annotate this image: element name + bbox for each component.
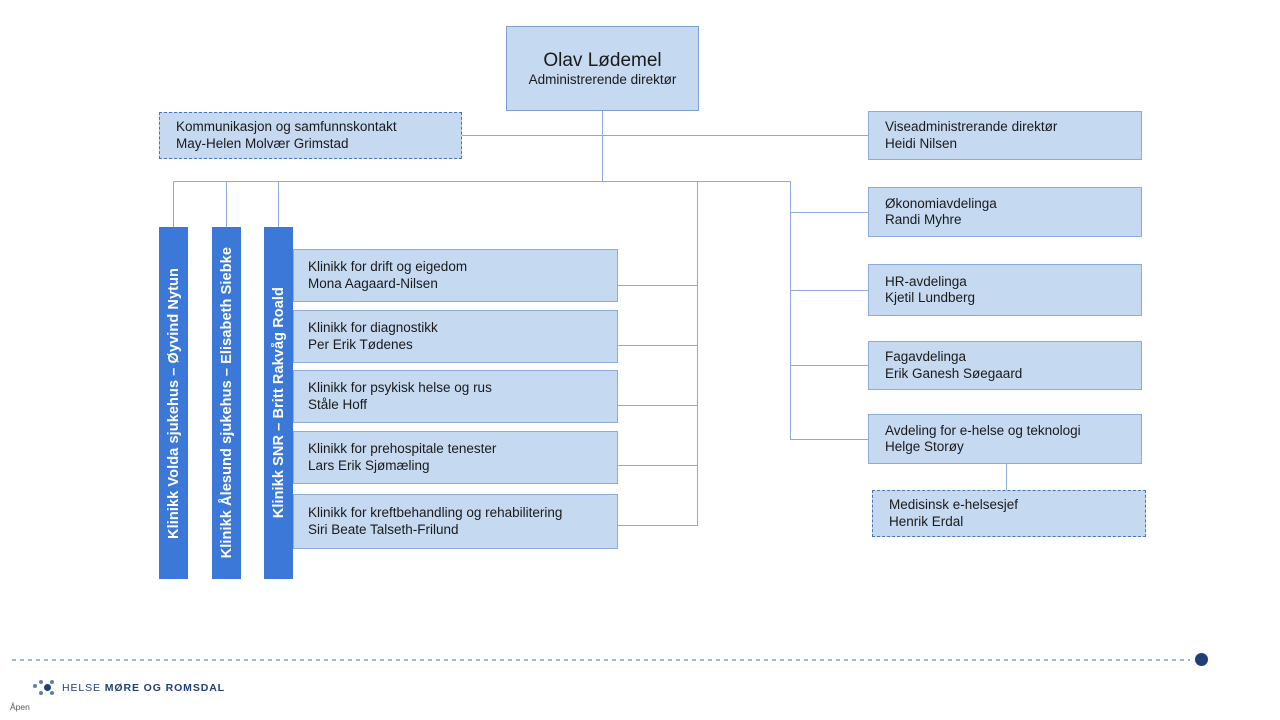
okonomi-person: Randi Myhre — [885, 212, 962, 227]
brand-name-bold: MØRE OG ROMSDAL — [104, 682, 225, 694]
clinic-1-person: Mona Aagaard-Nilsen — [308, 275, 438, 291]
connector-main-bus — [173, 181, 791, 182]
node-top-director[interactable]: Olav Lødemel Administrerende direktør — [506, 26, 699, 111]
connector-clinic-4 — [618, 465, 698, 466]
clinic-1-title: Klinikk for drift og eigedom — [308, 259, 468, 275]
ehelse-person: Helge Storøy — [885, 439, 964, 454]
node-klinikk-kreftbehandling-rehabilitering[interactable]: Klinikk for kreftbehandling og rehabilit… — [293, 494, 618, 549]
top-director-role: Administrerende direktør — [528, 71, 677, 87]
connector-drop-volda — [173, 181, 174, 227]
fag-title: Fagavdelinga — [885, 349, 967, 365]
connector-right-3 — [790, 365, 868, 366]
top-director-name: Olav Lødemel — [543, 49, 662, 71]
kommunikasjon-person: May-Helen Molvær Grimstad — [176, 135, 349, 151]
clinic-3-title: Klinikk for psykisk helse og rus — [308, 380, 492, 396]
clinic-5-person: Siri Beate Talseth-Frilund — [308, 521, 459, 537]
bar-klinikk-volda[interactable]: Klinikk Volda sjukehus – Øyvind Nytun — [159, 227, 188, 579]
connector-clinic-3 — [618, 405, 698, 406]
connector-drop-snr — [278, 181, 279, 227]
connector-clinic-5 — [618, 525, 698, 526]
bar-alesund-label: Klinikk Ålesund sjukehus – Elisabeth Sie… — [218, 247, 235, 559]
bar-volda-label: Klinikk Volda sjukehus – Øyvind Nytun — [165, 267, 182, 539]
connector-right-1 — [790, 212, 868, 213]
node-okonomiavdelinga[interactable]: Økonomiavdelinga Randi Myhre — [868, 187, 1142, 237]
footer-dotted-rule — [12, 659, 1190, 661]
connector-clinic-2 — [618, 345, 698, 346]
bar-klinikk-snr[interactable]: Klinikk SNR – Britt Rakvåg Roald — [264, 227, 293, 579]
connector-vise-adm — [602, 135, 868, 136]
vise-person: Heidi Nilsen — [885, 135, 958, 151]
footer-end-dot — [1195, 653, 1208, 666]
medisinsk-title: Medisinsk e-helsesjef — [889, 497, 1019, 513]
classification-label: Åpen — [10, 702, 30, 712]
bar-snr-label: Klinikk SNR – Britt Rakvåg Roald — [270, 287, 287, 519]
ehelse-title: Avdeling for e-helse og teknologi — [885, 422, 1081, 438]
connector-right-4 — [790, 439, 868, 440]
node-klinikk-psykisk-helse-rus[interactable]: Klinikk for psykisk helse og rus Ståle H… — [293, 370, 618, 423]
hr-person: Kjetil Lundberg — [885, 290, 976, 305]
clinic-3-person: Ståle Hoff — [308, 396, 368, 412]
node-medisinsk-e-helsesjef[interactable]: Medisinsk e-helsesjef Henrik Erdal — [872, 490, 1146, 537]
connector-right-2 — [790, 290, 868, 291]
kommunikasjon-title: Kommunikasjon og samfunnskontakt — [176, 119, 397, 135]
node-klinikk-drift-eigedom[interactable]: Klinikk for drift og eigedom Mona Aagaar… — [293, 249, 618, 302]
connector-ehelse-sub — [1006, 464, 1007, 490]
node-klinikk-diagnostikk[interactable]: Klinikk for diagnostikk Per Erik Tødenes — [293, 310, 618, 363]
bar-klinikk-alesund[interactable]: Klinikk Ålesund sjukehus – Elisabeth Sie… — [212, 227, 241, 579]
helse-dots-icon — [33, 678, 55, 698]
okonomi-title: Økonomiavdelinga — [885, 195, 997, 211]
node-avdeling-e-helse-teknologi[interactable]: Avdeling for e-helse og teknologi Helge … — [868, 414, 1142, 464]
clinic-2-title: Klinikk for diagnostikk — [308, 320, 438, 336]
brand-name: HELSE MØRE OG ROMSDAL — [62, 682, 225, 694]
clinic-4-title: Klinikk for prehospitale tenester — [308, 441, 497, 457]
connector-clinic-1 — [618, 285, 698, 286]
node-hr-avdelinga[interactable]: HR-avdelinga Kjetil Lundberg — [868, 264, 1142, 316]
clinic-5-title: Klinikk for kreftbehandling og rehabilit… — [308, 505, 563, 521]
connector-drop-alesund — [226, 181, 227, 227]
node-kommunikasjon[interactable]: Kommunikasjon og samfunnskontakt May-Hel… — [159, 112, 462, 159]
connector-staff-left — [462, 135, 603, 136]
connector-top-drop — [602, 111, 603, 181]
node-klinikk-prehospitale-tenester[interactable]: Klinikk for prehospitale tenester Lars E… — [293, 431, 618, 484]
node-fagavdelinga[interactable]: Fagavdelinga Erik Ganesh Søegaard — [868, 341, 1142, 390]
fag-person: Erik Ganesh Søegaard — [885, 365, 1023, 381]
clinic-4-person: Lars Erik Sjømæling — [308, 457, 430, 473]
vise-title: Viseadministrerande direktør — [885, 119, 1058, 135]
connector-right-spine — [790, 181, 791, 439]
medisinsk-person: Henrik Erdal — [889, 513, 964, 529]
clinic-2-person: Per Erik Tødenes — [308, 336, 413, 352]
brand-name-light: HELSE — [62, 682, 105, 694]
connector-clinic-spine — [697, 181, 698, 525]
hr-title: HR-avdelinga — [885, 273, 967, 289]
brand-logo: HELSE MØRE OG ROMSDAL — [33, 678, 225, 698]
node-viseadministrerande-direktor[interactable]: Viseadministrerande direktør Heidi Nilse… — [868, 111, 1142, 160]
